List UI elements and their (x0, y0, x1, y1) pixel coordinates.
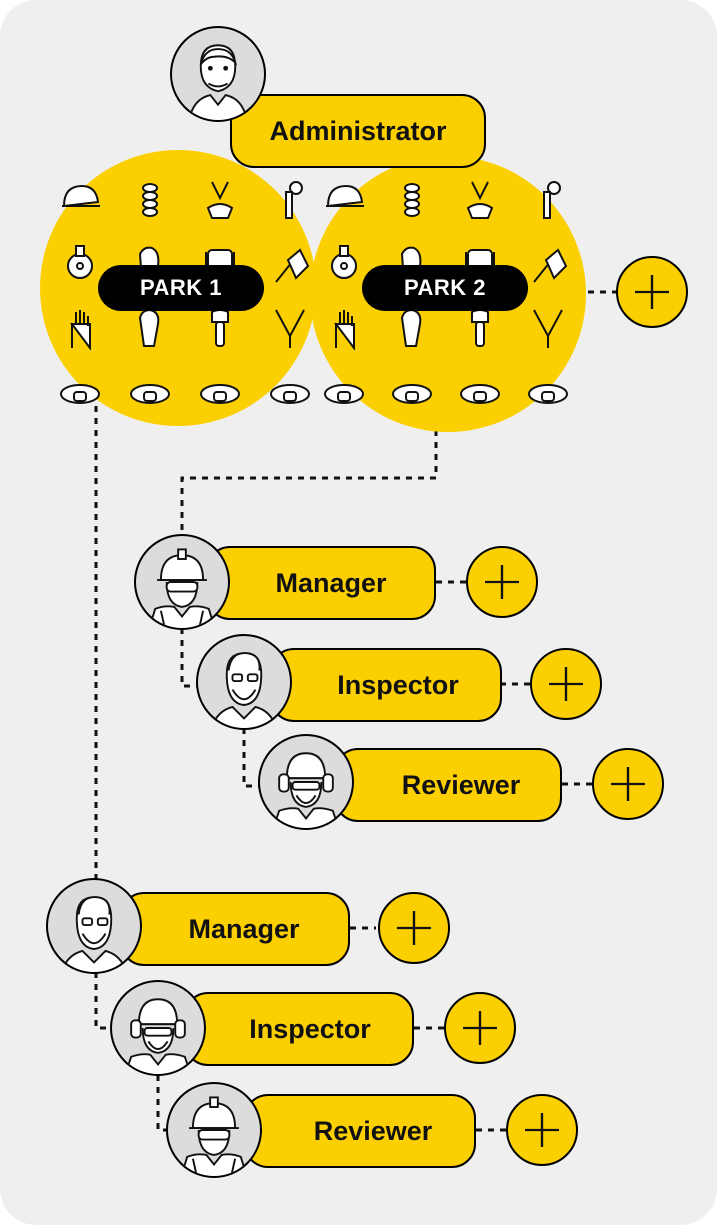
pulley-icon (322, 242, 366, 286)
headlamp-icon (322, 370, 366, 414)
administrator-label: Administrator (269, 115, 447, 146)
park-1-inspector-pill[interactable]: Inspector (184, 992, 414, 1066)
worker-earmuffs-avatar-icon (258, 734, 354, 830)
role-label: Reviewer (401, 769, 521, 800)
plus-icon (549, 667, 583, 701)
rope-icon (128, 178, 172, 222)
headlamp-icon (58, 370, 102, 414)
carabiner-icon (390, 306, 434, 350)
park-2-reviewer-pill[interactable]: Reviewer (334, 748, 562, 822)
park-2-inspector-add-button[interactable] (530, 648, 602, 720)
plus-icon (485, 565, 519, 599)
bearded-man-avatar-icon (46, 878, 142, 974)
role-label: Manager (188, 913, 300, 944)
belay-device-icon (526, 242, 570, 286)
park-1-manager-pill[interactable]: Manager (120, 892, 350, 966)
role-label: Inspector (337, 669, 459, 700)
carabiner-icon (128, 306, 172, 350)
harness-icon (458, 178, 502, 222)
quickdraw-icon (198, 306, 242, 350)
headlamp-icon (268, 370, 312, 414)
park-2-inspector-pill[interactable]: Inspector (270, 648, 502, 722)
anchor-bolt-icon (268, 178, 312, 222)
park-2-manager-pill[interactable]: Manager (206, 546, 436, 620)
park-1-inspector-add-button[interactable] (444, 992, 516, 1064)
glove-icon (58, 306, 102, 350)
bearded-man-avatar-icon (196, 634, 292, 730)
helmet-icon (322, 178, 366, 222)
park-1-label-pill[interactable]: PARK 1 (98, 265, 264, 311)
helmet-icon (58, 178, 102, 222)
anchor-bolt-icon (526, 178, 570, 222)
park-1-reviewer-add-button[interactable] (506, 1094, 578, 1166)
park-2-reviewer-add-button[interactable] (592, 748, 664, 820)
pulley-icon (58, 242, 102, 286)
worker-helmet-avatar-icon (166, 1082, 262, 1178)
park-2-manager-add-button[interactable] (466, 546, 538, 618)
worker-earmuffs-avatar-icon (110, 980, 206, 1076)
administrator-pill[interactable]: Administrator (230, 94, 486, 168)
rope-icon (390, 178, 434, 222)
lanyard-icon (526, 306, 570, 350)
headlamp-icon (128, 370, 172, 414)
administrator-avatar-icon (170, 26, 266, 122)
plus-icon (463, 1011, 497, 1045)
park-1-label: PARK 1 (139, 275, 223, 300)
headlamp-icon (526, 370, 570, 414)
headlamp-icon (198, 370, 242, 414)
belay-device-icon (268, 242, 312, 286)
glove-icon (322, 306, 366, 350)
park-2-label: PARK 2 (403, 275, 487, 300)
role-label: Inspector (249, 1013, 371, 1044)
park-2-label-pill[interactable]: PARK 2 (362, 265, 528, 311)
plus-icon (635, 275, 669, 309)
plus-icon (525, 1113, 559, 1147)
role-label: Reviewer (313, 1115, 433, 1146)
harness-icon (198, 178, 242, 222)
park-1-reviewer-pill[interactable]: Reviewer (244, 1094, 476, 1168)
plus-icon (397, 911, 431, 945)
worker-helmet-avatar-icon (134, 534, 230, 630)
park-1-manager-add-button[interactable] (378, 892, 450, 964)
headlamp-icon (458, 370, 502, 414)
role-label: Manager (275, 567, 387, 598)
quickdraw-icon (458, 306, 502, 350)
lanyard-icon (268, 306, 312, 350)
park-2-add-button[interactable] (616, 256, 688, 328)
plus-icon (611, 767, 645, 801)
headlamp-icon (390, 370, 434, 414)
